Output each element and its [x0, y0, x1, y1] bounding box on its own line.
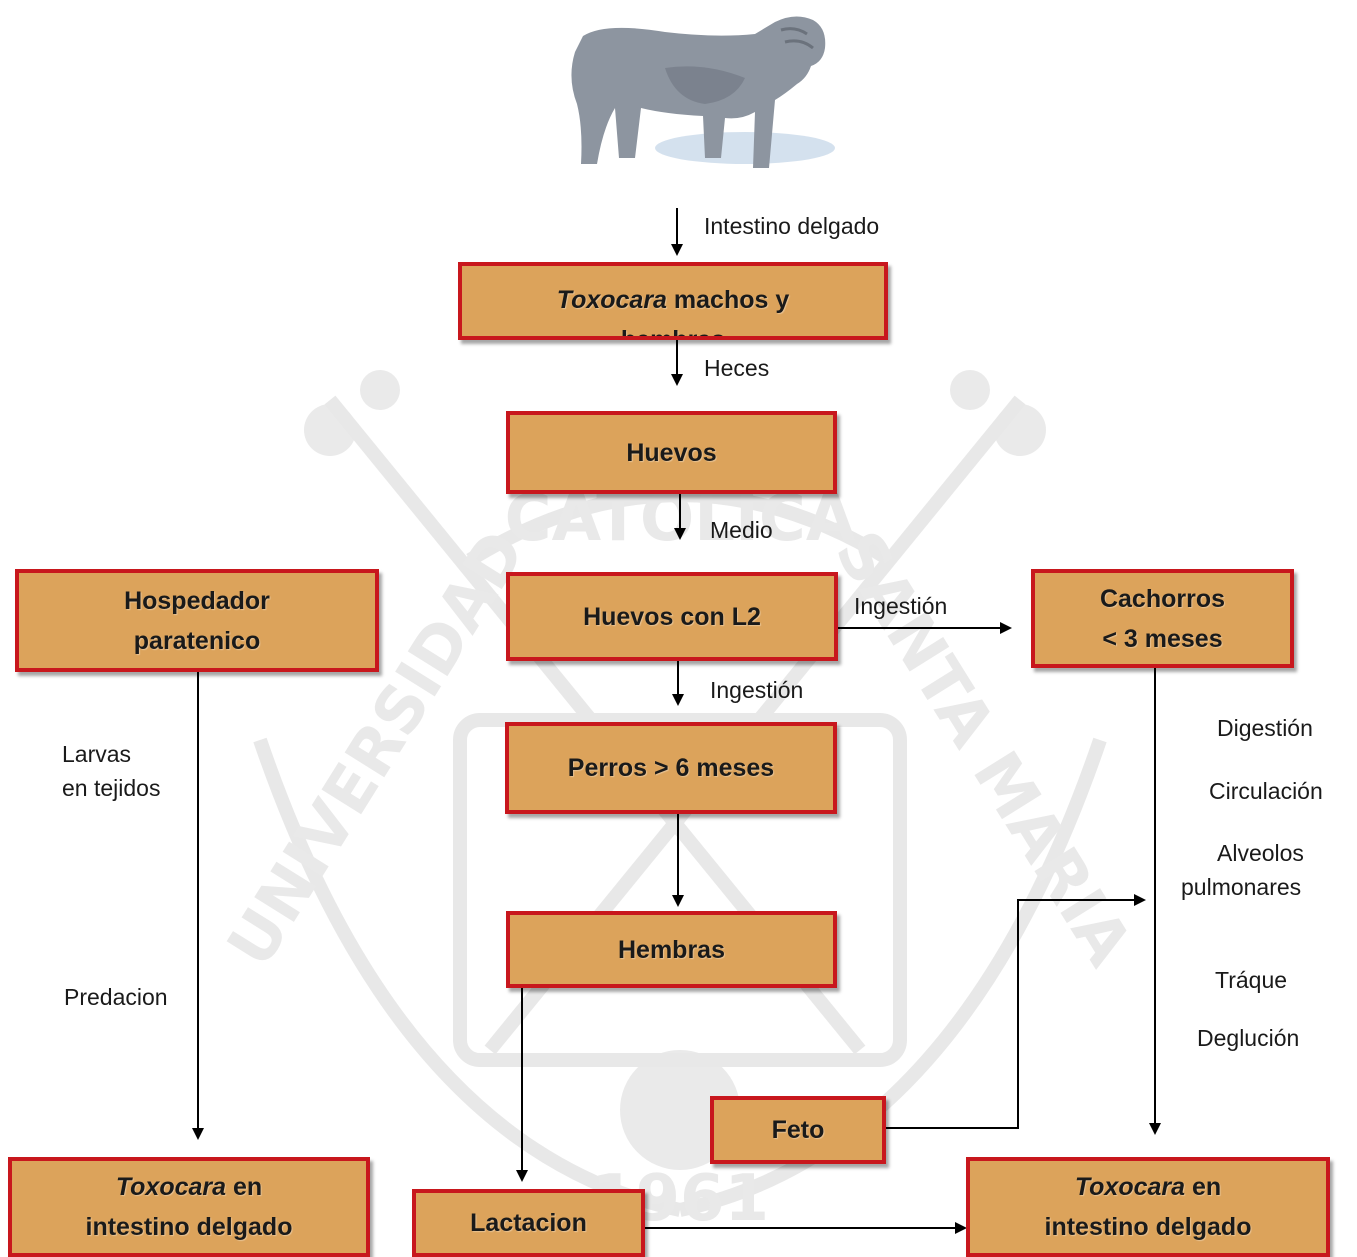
toxocara-right-box: Toxocara en intestino delgado	[966, 1157, 1330, 1257]
eggs-l2-label: Huevos con L2	[583, 602, 761, 631]
lactation-box: Lactacion	[412, 1189, 645, 1257]
label-circulation: Circulación	[1209, 778, 1323, 804]
label-small-intestine: Intestino delgado	[704, 213, 880, 239]
label-swallowing: Deglución	[1197, 1025, 1300, 1051]
dogs-label: Perros > 6 meses	[567, 754, 775, 782]
label-alveoli-line-2: pulmonares	[1181, 874, 1302, 900]
toxocara-left-genus: Toxocara	[115, 1173, 227, 1201]
arrow-fetus-to-lungs	[886, 894, 1146, 1129]
paratenic-line-2: paratenico	[133, 626, 261, 655]
label-trachea: Tráque	[1215, 967, 1288, 993]
label-predation: Predacion	[64, 984, 168, 1010]
puppies-line-1: Cachorros	[1099, 584, 1226, 613]
dogs-box: Perros > 6 meses	[505, 722, 837, 814]
puppies-line-2: < 3 meses	[1102, 624, 1223, 653]
eggs-box: Huevos	[506, 411, 837, 494]
eggs-label: Huevos	[626, 438, 717, 467]
label-larvae-line-2: en tejidos	[62, 775, 161, 801]
adults-box: Toxocara machos y hembras	[458, 262, 888, 340]
females-box: Hembras	[506, 911, 837, 988]
fetus-label: Feto	[771, 1116, 825, 1144]
label-ingestion-down: Ingestión	[710, 677, 804, 703]
toxocara-right-genus: Toxocara	[1074, 1173, 1186, 1201]
bulldog-icon	[571, 16, 835, 169]
females-label: Hembras	[618, 935, 725, 964]
label-environment: Medio	[710, 517, 773, 543]
lactation-label: Lactacion	[470, 1209, 587, 1237]
toxocara-left-box: Toxocara en intestino delgado	[8, 1157, 370, 1257]
adults-genus: Toxocara	[556, 286, 667, 314]
paratenic-host-box: Hospedador paratenico	[15, 569, 379, 672]
toxocara-left-text: en	[226, 1173, 263, 1201]
label-feces: Heces	[704, 355, 770, 381]
adults-text: machos y	[666, 286, 790, 314]
adults-text-clipped: hembras	[620, 326, 726, 340]
label-larvae-line-1: Larvas	[62, 741, 132, 767]
puppies-box: Cachorros < 3 meses	[1031, 569, 1294, 668]
fetus-box: Feto	[710, 1096, 886, 1164]
eggs-l2-box: Huevos con L2	[506, 572, 838, 661]
label-alveoli-line-1: Alveolos	[1217, 840, 1304, 866]
label-ingestion-right: Ingestión	[854, 593, 948, 619]
paratenic-line-1: Hospedador	[124, 586, 270, 615]
toxocara-right-line-2: intestino delgado	[1044, 1213, 1252, 1241]
label-digestion: Digestión	[1217, 715, 1313, 741]
toxocara-left-line-2: intestino delgado	[85, 1213, 293, 1241]
toxocara-right-text: en	[1185, 1173, 1222, 1201]
